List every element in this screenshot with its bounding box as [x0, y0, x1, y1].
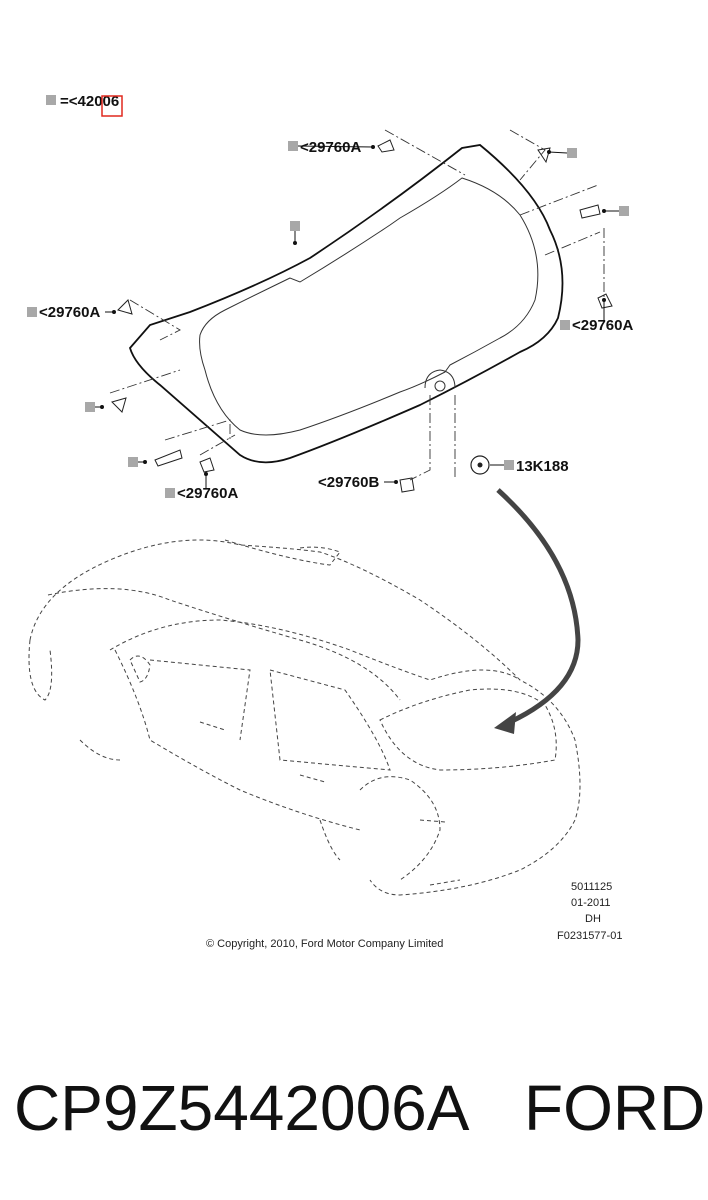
rear-window-glass-outline [128, 144, 564, 464]
leader-lines [109, 129, 605, 481]
location-arrow [496, 488, 581, 725]
drawing-info-line: 01-2011 [571, 897, 611, 909]
drawing-info-line: 5011125 [571, 881, 612, 893]
glass-inner-border [199, 177, 539, 436]
callout-label: <29760A [177, 485, 238, 502]
callout-label: <29760A [39, 304, 100, 321]
callout-markers [27, 141, 629, 498]
legend-marker [46, 95, 56, 105]
location-arrow-head [494, 712, 516, 734]
leader-ticks [95, 145, 619, 488]
parts-diagram: =<42006 [27, 93, 633, 950]
leader-dots [100, 145, 606, 484]
drawing-info-line: F0231577-01 [557, 930, 622, 942]
washer [470, 455, 490, 475]
copyright-notice: © Copyright, 2010, Ford Motor Company Li… [206, 938, 443, 950]
vehicle-outline [28, 539, 581, 896]
glass-mount-tab [424, 369, 456, 389]
brand-name: FORD [524, 1072, 706, 1144]
drawing-info-line: DH [585, 913, 601, 925]
callout-label: 13K188 [516, 458, 569, 475]
callout-label: <29760A [572, 317, 633, 334]
washer-hole [477, 462, 483, 468]
part-footer: CP9Z5442006A FORD [0, 1068, 708, 1148]
callout-label: <29760A [300, 139, 361, 156]
part-number: CP9Z5442006A [14, 1072, 470, 1144]
legend-ref: =<42006 [60, 93, 119, 110]
mount-hole [434, 380, 446, 392]
fastener-clips [111, 139, 613, 493]
callout-label: <29760B [318, 474, 379, 491]
highlight-box[interactable] [101, 95, 123, 117]
